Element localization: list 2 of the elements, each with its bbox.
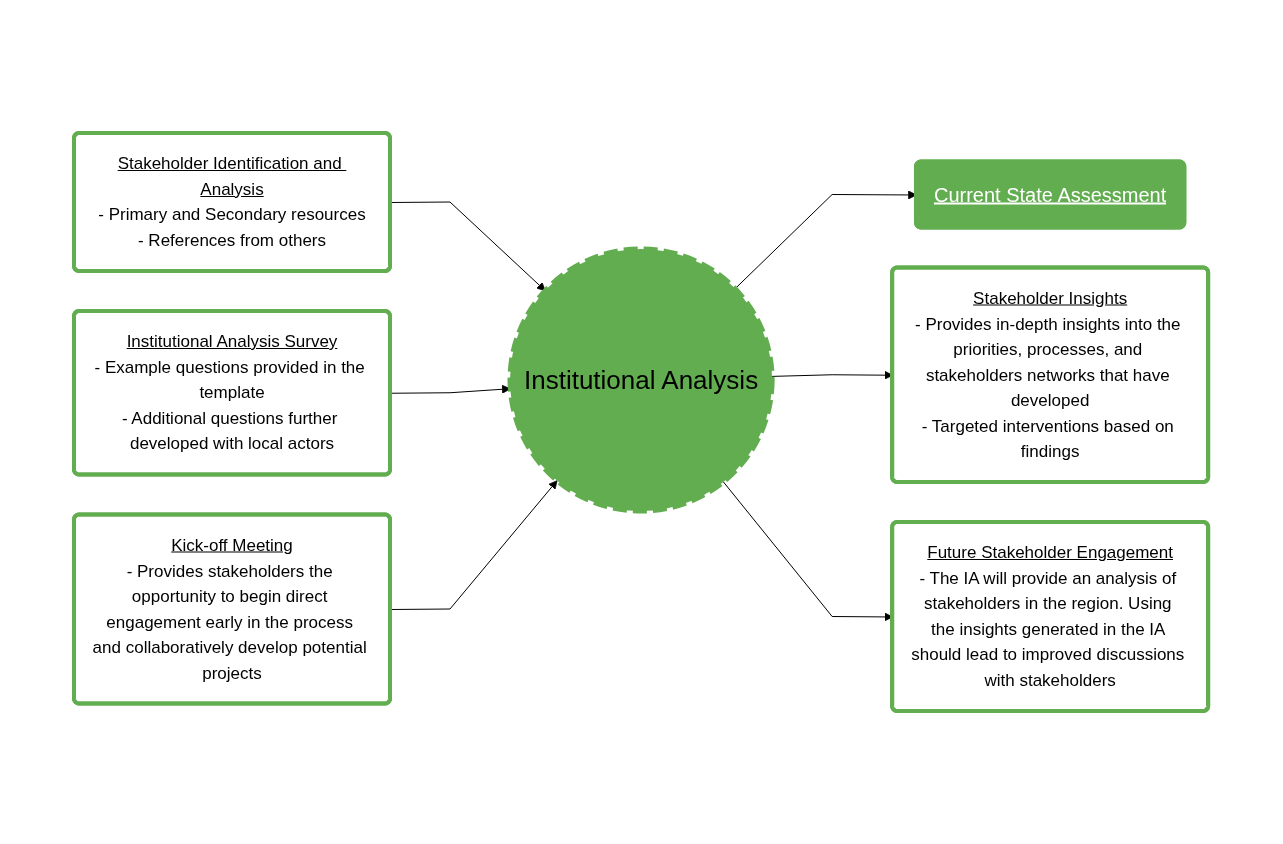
node-circle <box>507 246 776 514</box>
node-text: Stakeholder Identification and Analysis - Primary and Secondary resources - References from others <box>98 154 367 250</box>
